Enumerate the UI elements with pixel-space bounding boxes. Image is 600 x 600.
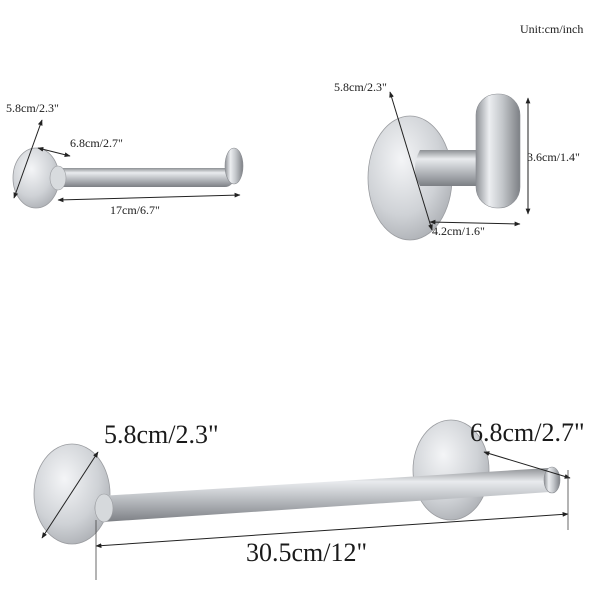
unit-label: Unit:cm/inch	[520, 22, 584, 36]
paper-holder-mount-post	[49, 165, 67, 191]
towel-bar-length-dimension	[95, 511, 569, 549]
towel-bar-length-label: 30.5cm/12"	[246, 538, 368, 567]
paper-holder-depth-label: 6.8cm/2.7"	[70, 136, 123, 150]
towel-bar-left-plate	[33, 443, 111, 545]
paper-holder-depth-dimension	[37, 146, 71, 158]
hook-arm	[415, 150, 488, 186]
paper-holder-length-label: 17cm/6.7"	[110, 203, 160, 217]
towel-bar-rod	[94, 468, 556, 522]
paper-holder-end-cap	[224, 147, 244, 185]
paper-holder-bar	[52, 168, 234, 187]
hook-head	[475, 93, 521, 209]
robe-hook	[367, 91, 531, 241]
hook-height-label: 3.6cm/1.4"	[527, 150, 580, 164]
hook-depth-dimension	[429, 219, 521, 227]
paper-holder-diameter-dimension	[13, 119, 43, 199]
paper-holder-length-dimension	[57, 192, 241, 203]
paper-holder	[12, 119, 244, 209]
hook-plate-diameter-label: 5.8cm/2.3"	[334, 80, 387, 94]
towel-bar-diameter-dimension	[41, 451, 99, 539]
hook-diameter-dimension	[389, 91, 433, 231]
towel-bar-plate-diameter-label: 5.8cm/2.3"	[104, 420, 219, 449]
paper-holder-plate-diameter-label: 5.8cm/2.3"	[6, 101, 59, 115]
towel-bar	[33, 419, 571, 580]
towel-bar-depth-dimension	[483, 451, 571, 479]
hook-depth-label: 4.2cm/1.6"	[432, 224, 485, 238]
towel-bar-left-post	[94, 493, 114, 523]
towel-bar-depth-label: 6.8cm/2.7"	[470, 418, 585, 447]
